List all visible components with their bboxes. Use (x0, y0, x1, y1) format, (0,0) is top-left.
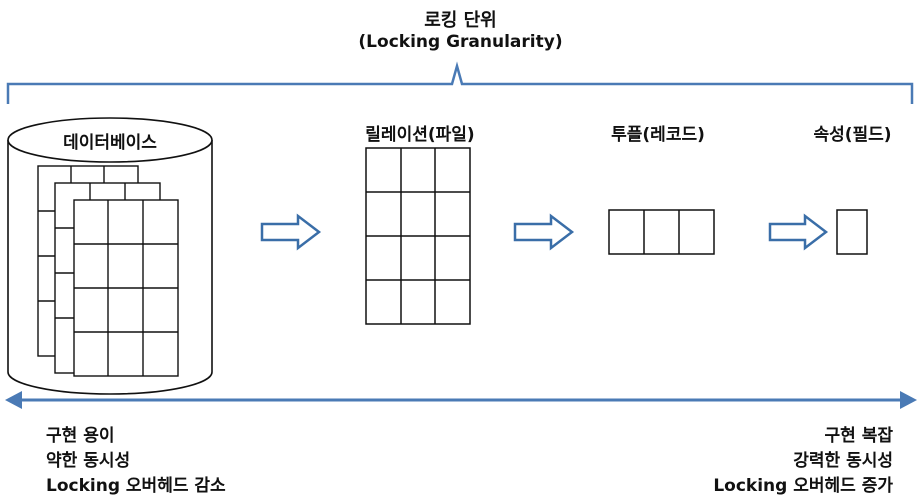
top-brace (6, 61, 914, 104)
title-english: (Locking Granularity) (358, 32, 563, 52)
left-note: Locking 오버헤드 감소 (46, 476, 226, 496)
right-arrow-icon (768, 213, 829, 251)
level-label-database: 데이터베이스 (63, 133, 157, 153)
left-note: 구현 용이 (46, 426, 115, 446)
right-arrow-icon (260, 213, 322, 251)
database-tables-stack-icon (37, 165, 179, 377)
right-note: Locking 오버헤드 증가 (713, 476, 893, 496)
right-arrow-icon (513, 213, 575, 251)
title-korean: 로킹 단위 (424, 10, 497, 31)
level-label-attribute: 속성(필드) (813, 125, 892, 145)
level-label-tuple: 투플(레코드) (611, 125, 705, 145)
tuple-row-icon (608, 209, 715, 255)
double-headed-arrow-icon (5, 391, 917, 409)
left-note: 약한 동시성 (46, 451, 131, 471)
right-note: 구현 복잡 (824, 426, 893, 446)
relation-table-icon (365, 147, 471, 325)
level-label-relation: 릴레이션(파일) (365, 125, 475, 145)
attribute-cell-icon (836, 209, 868, 255)
right-note: 강력한 동시성 (793, 451, 893, 471)
